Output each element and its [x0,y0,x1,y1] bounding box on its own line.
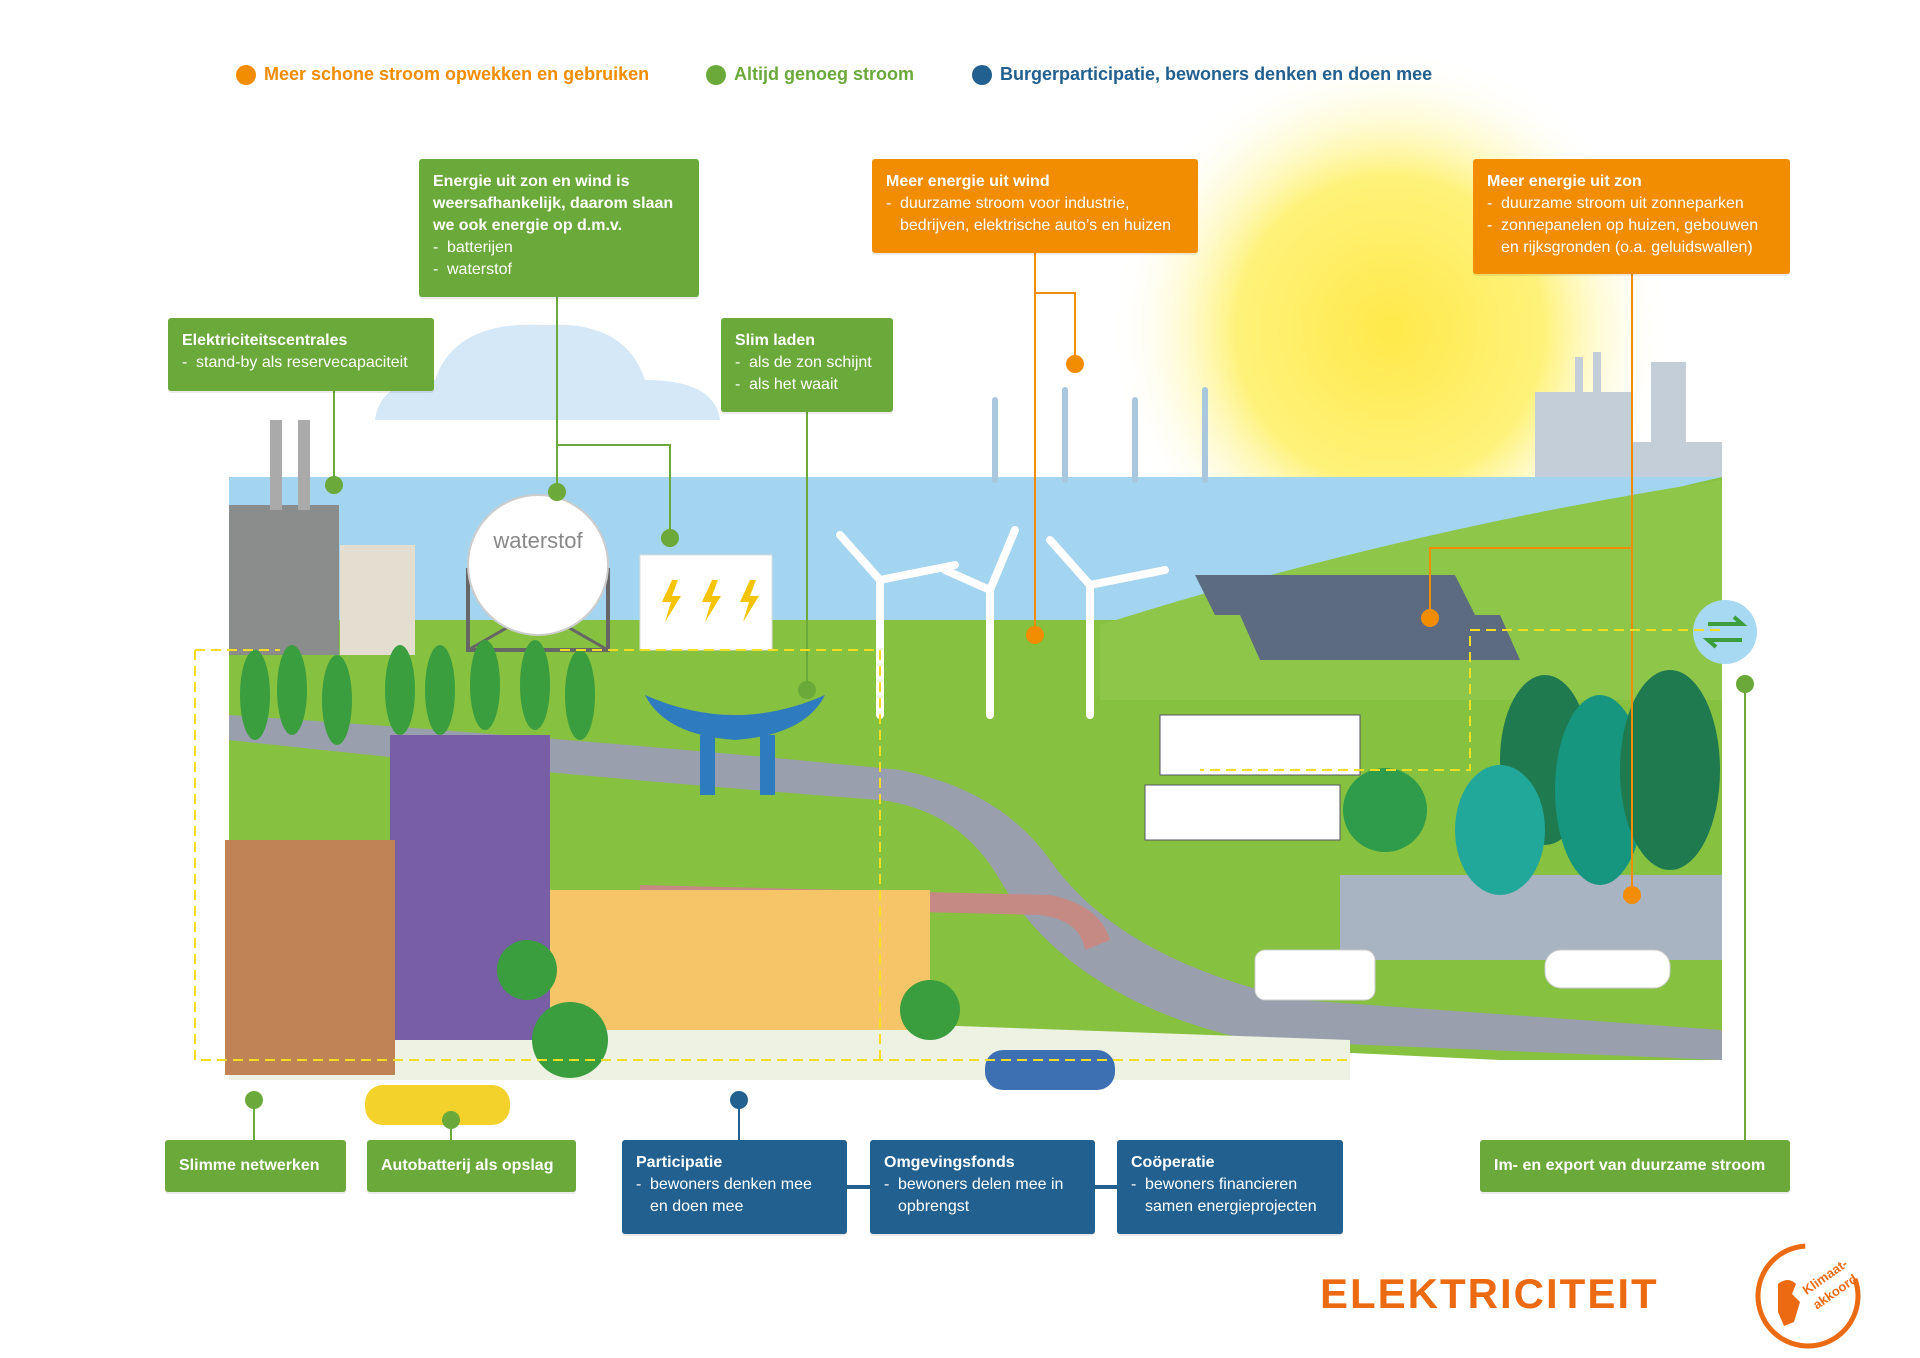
solar-park [1195,575,1520,660]
connector-lines [194,253,1754,1189]
hydrogen-tank: waterstof [466,494,610,652]
box-storage: Energie uit zon en wind is weersafhankel… [419,159,699,297]
box-item: als de zon schijnt [735,352,879,374]
box-power-plants: Elektriciteitscentrales stand-by als res… [168,318,434,391]
wind-turbines [836,526,1169,719]
box-cooperative: Coöperatie bewoners financieren samen en… [1117,1140,1343,1234]
far-city [1535,352,1722,477]
trees [240,640,1720,1078]
import-export-icon [1693,600,1757,664]
box-title: Slimme netwerken [179,1157,320,1174]
box-item: bewoners financieren samen energieprojec… [1131,1174,1329,1218]
box-item: batterijen [433,237,685,259]
sound-barrier [1340,875,1722,960]
power-plant [229,420,415,655]
box-item: stand-by als reservecapaciteit [182,352,420,374]
box-title: Elektriciteitscentrales [182,332,348,349]
box-title: Coöperatie [1131,1154,1215,1171]
road [229,715,1722,1060]
legend-label: Meer schone stroom opwekken en gebruiken [264,64,650,84]
klimaatakkoord-logo: Klimaat- akkoord [1755,1243,1861,1349]
lightning-icon [662,580,759,622]
offshore-turbines [992,387,1208,483]
blue-dot-icon [972,64,992,85]
box-item: duurzame stroom uit zonneparken [1487,193,1776,215]
box-car-battery: Autobatterij als opslag [367,1140,576,1192]
box-title: Omgevingsfonds [884,1154,1015,1171]
box-title: Meer energie uit zon [1487,173,1642,190]
box-participation: Participatie bewoners denken mee en doen… [622,1140,847,1234]
box-import-export: Im- en export van duurzame stroom [1480,1140,1790,1192]
box-item: waterstof [433,259,685,281]
box-item: duurzame stroom voor industrie, bedrijve… [886,193,1184,237]
legend-label: Burgerparticipatie, bewoners denken en d… [1000,64,1433,84]
box-title: Im- en export van duurzame stroom [1494,1157,1766,1174]
legend-item-clean-power: Meer schone stroom opwekken en gebruiken [236,64,649,85]
box-smart-networks: Slimme netwerken [165,1140,346,1192]
green-dot-icon [706,64,726,85]
box-title: Slim laden [735,332,816,349]
tank-label: waterstof [492,528,583,553]
exchange-arrows-icon [1702,615,1748,649]
box-title: Meer energie uit wind [886,173,1050,190]
box-item: zonnepanelen op huizen, gebouwen en rijk… [1487,215,1776,259]
box-item: bewoners delen mee in opbrengst [884,1174,1081,1218]
box-title: Energie uit zon en wind is weersafhankel… [433,173,674,234]
box-environment-fund: Omgevingsfonds bewoners delen mee in opb… [870,1140,1095,1234]
box-item: bewoners denken mee en doen mee [636,1174,833,1218]
box-title: Autobatterij als opslag [381,1157,554,1174]
cloud [375,324,720,420]
legend-item-enough-power: Altijd genoeg stroom [706,64,914,85]
box-item: als het waait [735,374,879,396]
cars [365,949,1671,1125]
charging-station [645,695,825,795]
page-title: ELEKTRICITEIT [1320,1270,1659,1317]
houses [1144,714,1361,841]
orange-dot-icon [236,64,256,85]
box-sun: Meer energie uit zon duurzame stroom uit… [1473,159,1790,274]
box-smart-charging: Slim laden als de zon schijntals het waa… [721,318,893,412]
box-wind: Meer energie uit wind duurzame stroom vo… [872,159,1198,253]
legend-item-participation: Burgerparticipatie, bewoners denken en d… [972,64,1432,85]
box-title: Participatie [636,1154,723,1171]
legend-label: Altijd genoeg stroom [734,64,914,84]
batteries [639,554,773,651]
